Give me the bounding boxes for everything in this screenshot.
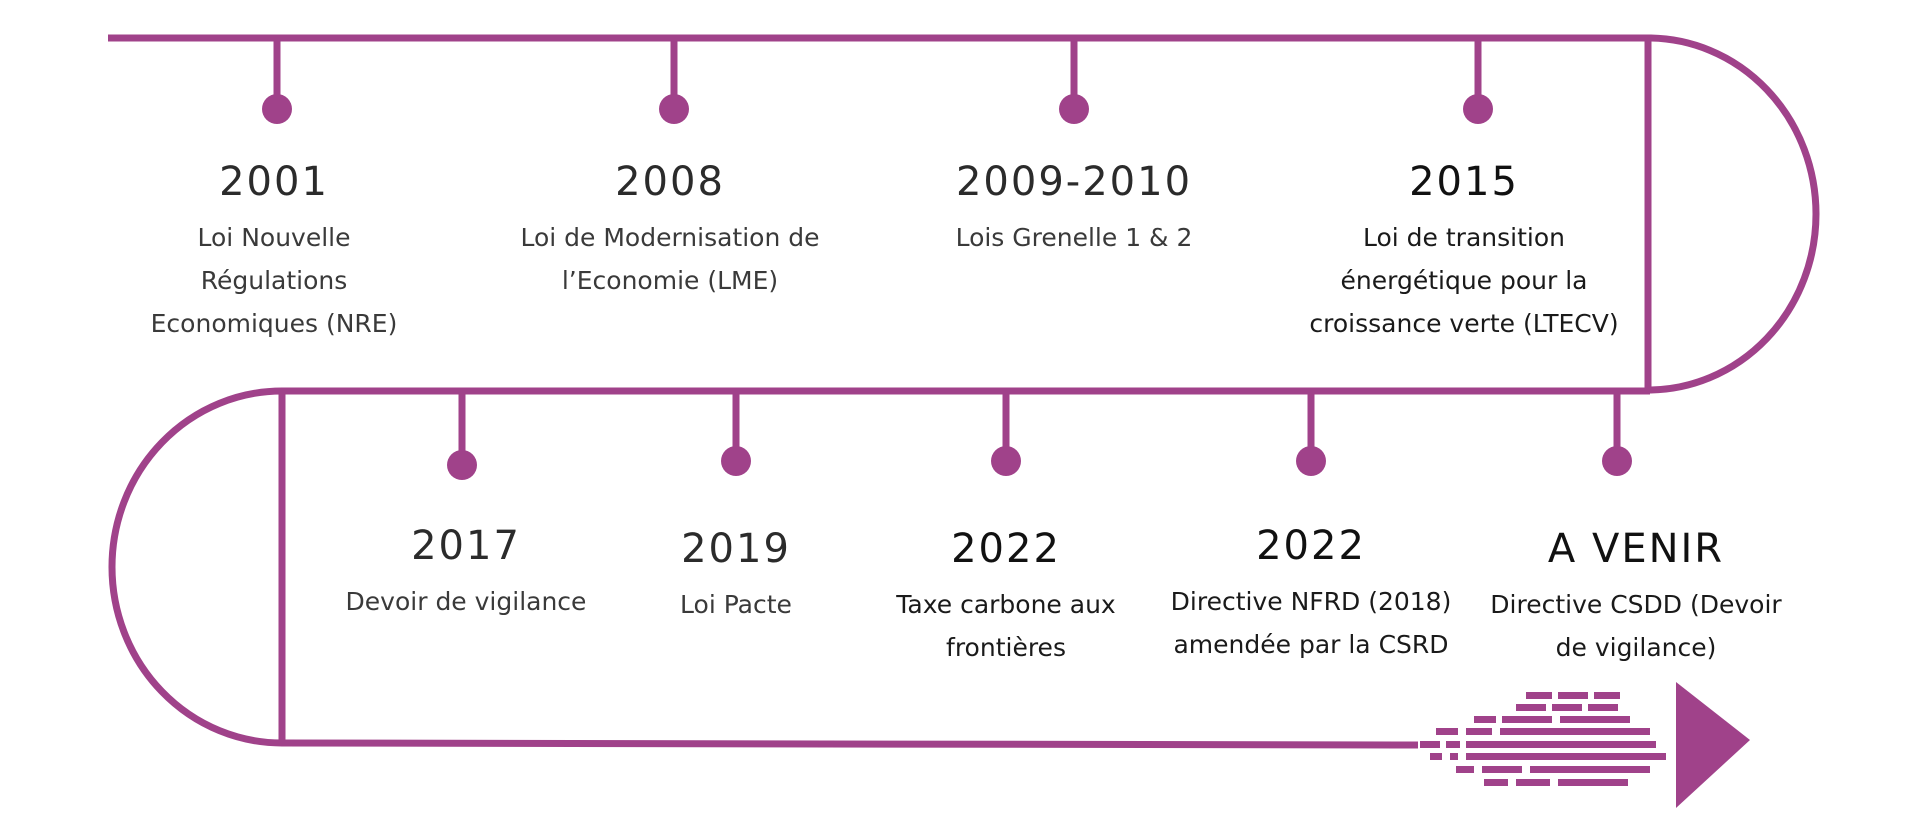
timeline-event-2008: 2008 Loi de Modernisation de l’Economie …: [510, 158, 830, 302]
marker-dot-8: [1296, 446, 1326, 476]
marker-dot-5: [447, 450, 477, 480]
timeline-event-2015: 2015 Loi de transition énergétique pour …: [1304, 158, 1624, 345]
timeline-event-2022-csrd: 2022 Directive NFRD (2018) amendée par l…: [1161, 522, 1461, 666]
timeline-event-a-venir: A VENIR Directive CSDD (Devoir de vigila…: [1486, 525, 1786, 669]
event-description: Taxe carbone aux frontières: [896, 590, 1116, 662]
event-year: 2017: [411, 523, 521, 569]
event-description: Loi de transition énergétique pour la cr…: [1309, 223, 1619, 338]
event-year: 2022: [951, 526, 1061, 572]
timeline-event-2019: 2019 Loi Pacte: [626, 525, 846, 626]
event-description: Directive CSDD (Devoir de vigilance): [1490, 590, 1782, 662]
timeline-right-curve: [1647, 34, 1820, 394]
marker-dot-7: [991, 446, 1021, 476]
marker-dot-1: [262, 94, 292, 124]
event-year: 2019: [681, 526, 791, 572]
event-year: 2001: [219, 159, 329, 205]
event-description: Directive NFRD (2018) amendée par la CSR…: [1170, 587, 1452, 659]
marker-dot-9: [1602, 446, 1632, 476]
marker-dot-3: [1059, 94, 1089, 124]
event-description: Loi de Modernisation de l’Economie (LME): [520, 223, 820, 295]
marker-dot-6: [721, 446, 751, 476]
marker-dot-2: [659, 94, 689, 124]
event-description: Devoir de vigilance: [345, 587, 587, 616]
timeline-bottom-line: [281, 739, 1419, 749]
timeline-left-curve: [108, 387, 283, 747]
timeline-event-2009-2010: 2009-2010 Lois Grenelle 1 & 2: [909, 158, 1239, 259]
event-description: Lois Grenelle 1 & 2: [955, 223, 1193, 252]
arrow-icon: [1420, 682, 1750, 808]
event-year: 2022: [1256, 523, 1366, 569]
timeline-event-2017: 2017 Devoir de vigilance: [316, 522, 616, 623]
event-year: 2009-2010: [955, 159, 1193, 205]
timeline-event-2001: 2001 Loi Nouvelle Régulations Economique…: [124, 158, 424, 345]
timeline-event-2022-carbon: 2022 Taxe carbone aux frontières: [871, 525, 1141, 669]
event-year: 2008: [615, 159, 725, 205]
event-description: Loi Nouvelle Régulations Economiques (NR…: [150, 223, 398, 338]
event-year: A VENIR: [1547, 526, 1725, 572]
event-year: 2015: [1409, 159, 1519, 205]
marker-dot-4: [1463, 94, 1493, 124]
event-description: Loi Pacte: [680, 590, 792, 619]
